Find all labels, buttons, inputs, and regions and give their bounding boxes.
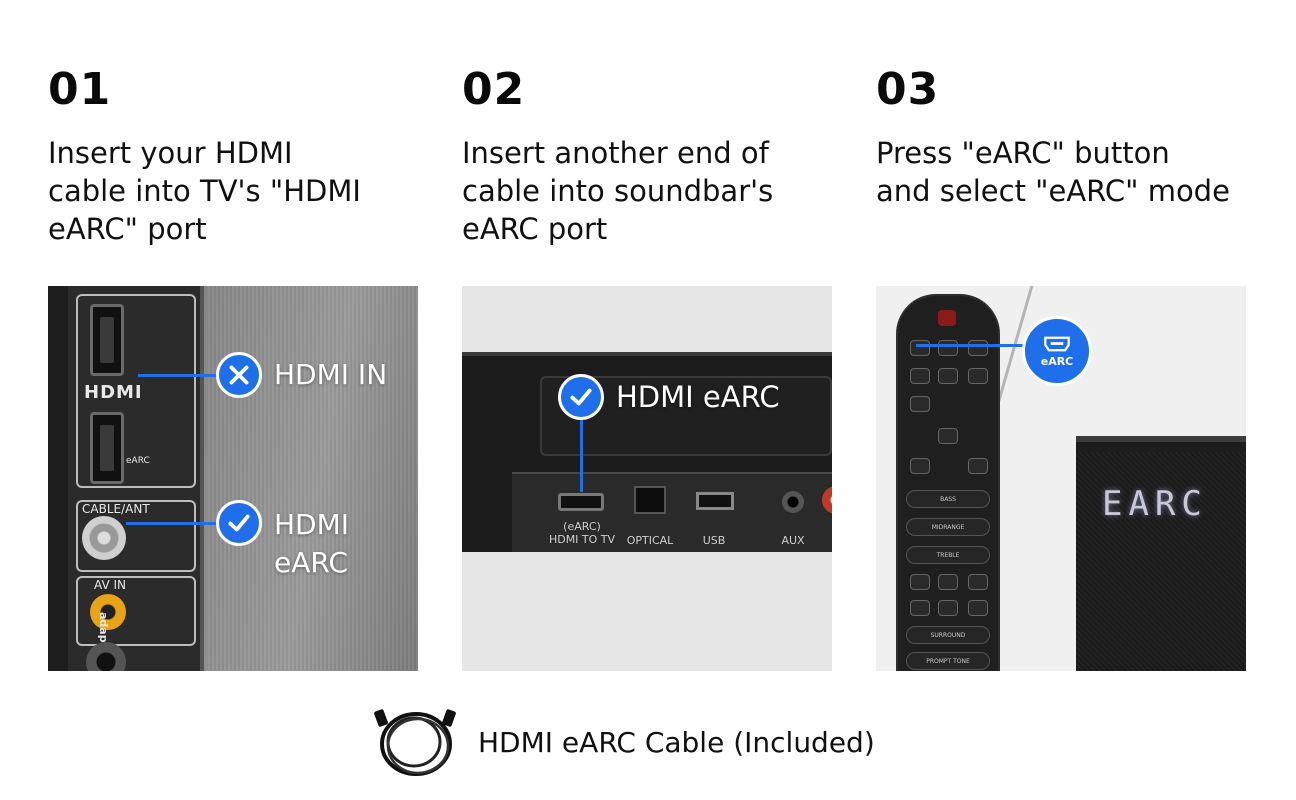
optical-port — [634, 486, 666, 514]
port-label-av-in: AV IN — [94, 578, 126, 592]
footer-label: HDMI eARC Cable (Included) — [478, 725, 875, 759]
hdmi-frame — [76, 294, 196, 488]
check-badge — [216, 500, 262, 546]
remote-night-button — [968, 600, 988, 616]
tv-back-texture — [208, 286, 418, 671]
remote-aux-button — [910, 368, 930, 384]
coax-port — [82, 516, 126, 560]
step-1-text: Insert your HDMI cable into TV's "HDMI e… — [48, 136, 361, 246]
remote-control: BASS MIDRANGE TREBLE SURROUND PROMPT TON… — [896, 294, 1000, 671]
remote-music-button — [938, 574, 958, 590]
callout-soundbar-earc: HDMI eARC — [616, 380, 780, 414]
step-1-number: 01 — [48, 64, 112, 115]
port-label-hdmi: HDMI — [84, 382, 143, 403]
callout-hdmi-in: HDMI IN — [274, 358, 388, 391]
callout-hdmi-earc: HDMI eARC — [274, 508, 350, 579]
soundbar-back-photo: (eARC) HDMI TO TV OPTICAL USB AUX HDMI e… — [462, 286, 832, 671]
hdmi-earc-port — [90, 412, 124, 484]
remote-voice-button — [968, 574, 988, 590]
step-3-number: 03 — [876, 64, 940, 115]
soundbar-front — [1076, 436, 1246, 671]
tv-edge — [48, 286, 68, 671]
step-3-text: Press "eARC" button and select "eARC" mo… — [876, 136, 1230, 208]
earc-callout-label: eARC — [1040, 354, 1074, 368]
remote-bass-row: BASS — [906, 490, 990, 508]
av-in-frame — [76, 576, 196, 646]
remote-earc-button — [910, 340, 930, 356]
remote-movie-button — [910, 574, 930, 590]
port-label-cable-ant: CABLE/ANT — [82, 502, 150, 516]
check-badge — [558, 374, 604, 420]
tv-ports-photo: HDMI eARC CABLE/ANT AV IN adapter HDMI I… — [48, 286, 418, 671]
remote-surround-row: SURROUND — [906, 626, 990, 644]
remote-opt-button — [968, 340, 988, 356]
hdmi-port-icon — [1044, 336, 1070, 351]
cross-badge — [216, 352, 262, 398]
soundbar-port-panel — [512, 472, 832, 552]
remote-bt-button — [938, 368, 958, 384]
remote-reset-button — [968, 458, 988, 474]
aux-port — [782, 491, 804, 513]
remote-play-button — [938, 428, 958, 444]
remote-eq-button — [910, 396, 930, 412]
hdmi-port-icon — [558, 493, 604, 511]
hdmi-cable-icon — [374, 709, 456, 776]
remote-midrange-row: MIDRANGE — [906, 518, 990, 536]
callout-line-earc-button — [916, 344, 1028, 347]
red-port — [822, 486, 832, 514]
soundbar-display: EARC — [1102, 484, 1208, 524]
earc-button-callout: eARC — [1022, 316, 1092, 386]
headphone-jack — [86, 642, 126, 671]
remote-and-soundbar-photo: EARC BASS MIDRANGE TREBLE SURROUND PROMP… — [876, 286, 1246, 671]
power-button — [938, 310, 956, 326]
callout-line-soundbar-earc — [580, 416, 583, 492]
usb-port — [696, 492, 734, 510]
port-label-earc: eARC — [126, 456, 150, 466]
remote-sport-button — [910, 600, 930, 616]
remote-led-button — [938, 340, 958, 356]
remote-treble-row: TREBLE — [906, 546, 990, 564]
check-icon — [570, 388, 592, 406]
check-icon — [228, 514, 250, 532]
port-label-optical: OPTICAL — [626, 534, 674, 547]
footer-cable-note: HDMI eARC Cable (Included) — [370, 704, 875, 780]
remote-prompt-tone-row: PROMPT TONE — [906, 652, 990, 670]
remote-mute-button — [910, 458, 930, 474]
remote-game-button — [938, 600, 958, 616]
step-2-text: Insert another end of cable into soundba… — [462, 136, 774, 246]
port-label-hdmi-to-tv: (eARC) HDMI TO TV — [548, 520, 616, 546]
cable-ant-frame — [76, 500, 196, 572]
step-2-number: 02 — [462, 64, 526, 115]
callout-line-hdmi-in — [138, 374, 222, 377]
port-label-usb: USB — [702, 534, 726, 547]
x-icon — [229, 365, 249, 385]
av-in-port — [90, 594, 126, 630]
callout-line-hdmi-earc — [126, 522, 222, 525]
hdmi-in-port — [90, 304, 124, 376]
remote-usb-button — [968, 368, 988, 384]
port-label-aux: AUX — [781, 534, 805, 547]
